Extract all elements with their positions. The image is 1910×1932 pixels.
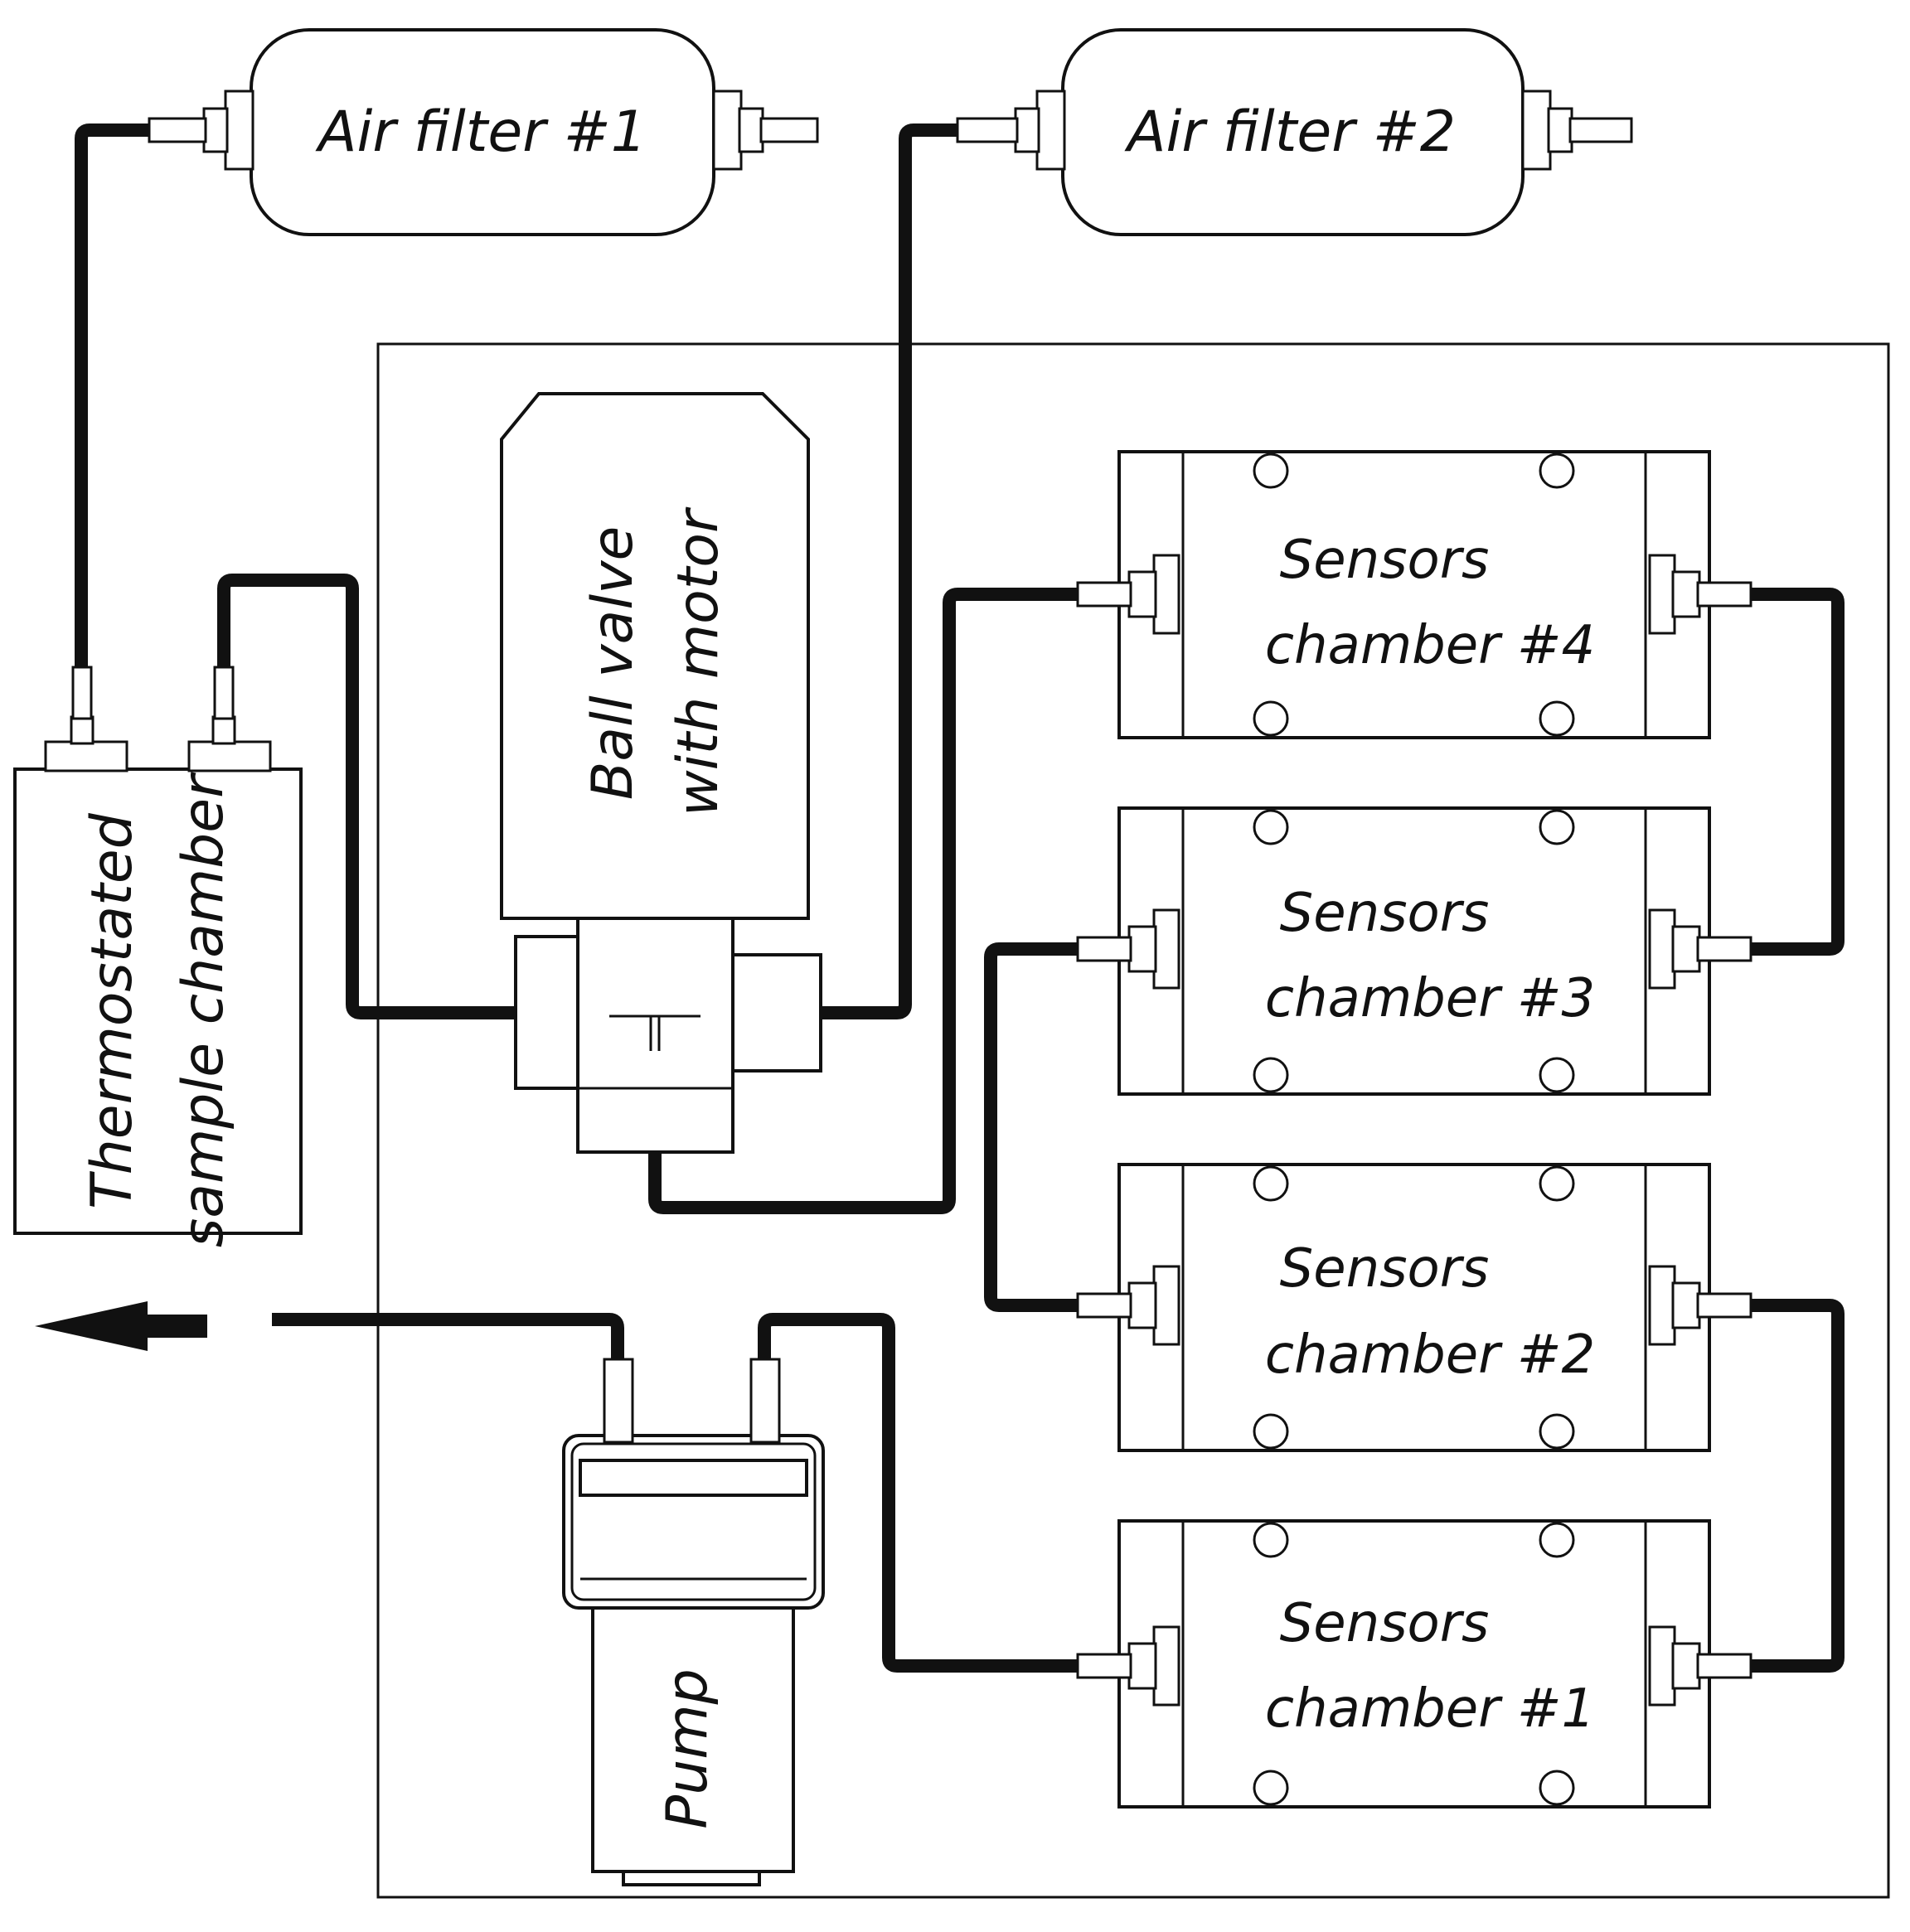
air-filter-2: Air filter #2 [956,28,1633,236]
tubing [75,123,1845,1673]
air-filter-2-label: Air filter #2 [1124,99,1456,165]
tube-chamber3-to-chamber2 [984,942,1078,1312]
pump: Pump [562,1358,825,1886]
sensors-chamber-1: Sensors chamber #1 [1076,1519,1752,1809]
tube-chamber2-to-chamber1 [1749,1299,1845,1673]
thermostated-sample-chamber: Thermostated sample chamber [13,666,303,1247]
tube-thermo-to-valve [217,574,516,1019]
tube-filter1-to-thermo [75,123,149,667]
valve-symbol-icon [609,1014,700,1051]
tube-chamber1-to-pump [758,1313,1078,1673]
tube-pump-outlet [272,1313,624,1359]
chamber-3-label-line1: Sensors [1280,883,1490,944]
air-filter-1: Air filter #1 [148,28,819,236]
tube-chamber4-to-chamber3 [1749,588,1845,956]
tube-valve-to-chamber4 [648,588,1078,1214]
air-filter-1-label: Air filter #1 [315,99,647,165]
chamber-4-label-line1: Sensors [1280,530,1490,591]
ball-valve-with-motor: Ball valve with motor [500,392,822,1154]
chamber-1-label-line1: Sensors [1280,1593,1490,1654]
chamber-1-label-line2: chamber #1 [1265,1678,1595,1740]
sensors-chamber-4: Sensors chamber #4 [1076,450,1752,739]
ball-valve-label-line2: with motor [666,506,731,816]
ball-valve-label-line1: Ball valve [580,526,646,801]
outlet-arrow-icon [35,1301,207,1351]
thermo-label-line2: sample chamber [171,772,236,1247]
chamber-2-label-line2: chamber #2 [1265,1324,1595,1386]
sensors-chamber-2: Sensors chamber #2 [1076,1163,1752,1452]
chamber-3-label-line2: chamber #3 [1265,968,1595,1029]
enclosure-frame [376,342,1890,1899]
sensors-chamber-3: Sensors chamber #3 [1076,806,1752,1096]
pump-label: Pump [655,1668,720,1829]
tube-valve-to-filter2 [821,123,957,1019]
chamber-4-label-line2: chamber #4 [1265,615,1595,676]
chamber-2-label-line1: Sensors [1280,1238,1490,1300]
thermo-label-line1: Thermostated [80,812,145,1209]
